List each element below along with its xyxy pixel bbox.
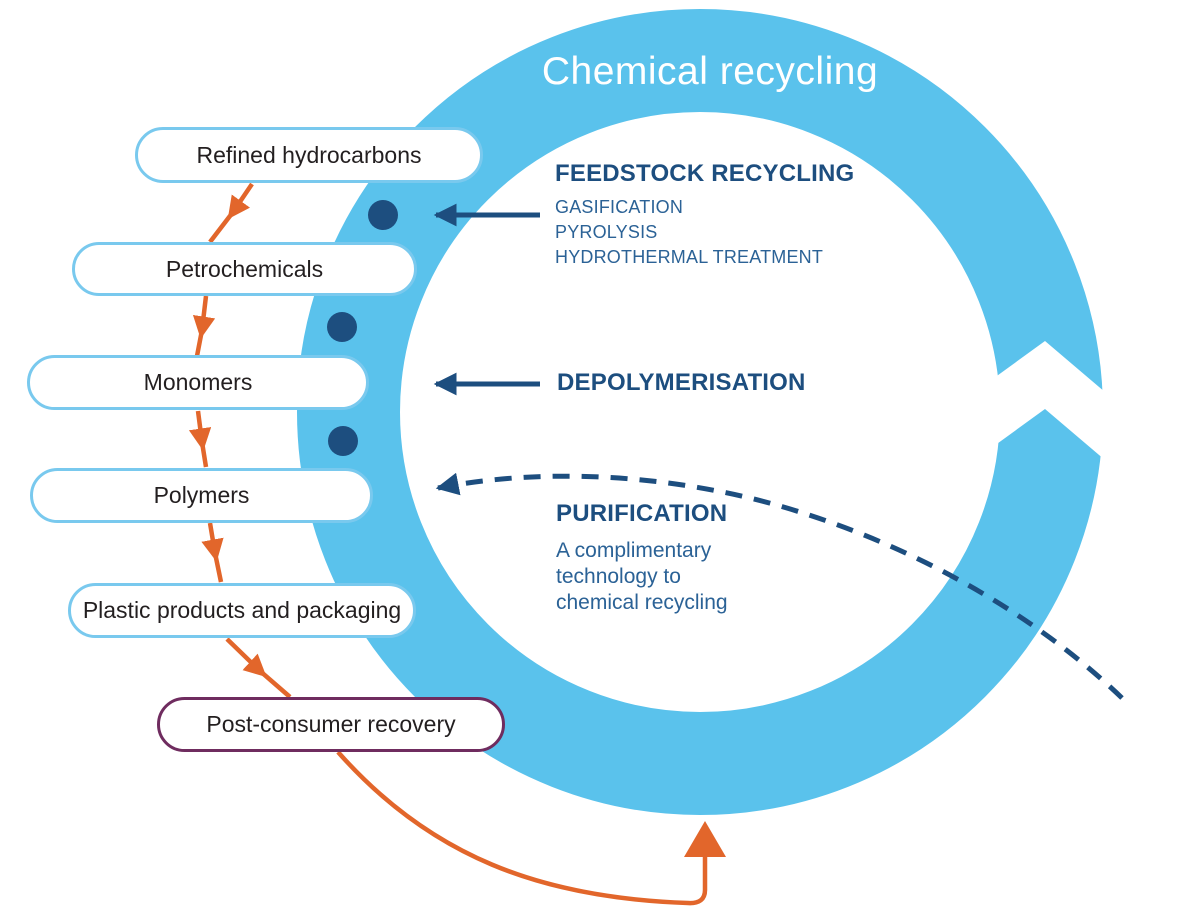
depolymerisation-label: DEPOLYMERISATION (557, 369, 806, 397)
pill-label: Petrochemicals (165, 255, 324, 282)
pill-label: Refined hydrocarbons (196, 141, 422, 168)
feedstock-item: PYROLYSIS (555, 222, 658, 242)
pill-plastic-products: Plastic products and packaging (68, 583, 416, 638)
ring-chevron-gap (983, 341, 1112, 466)
pill-petrochemicals: Petrochemicals (72, 242, 417, 296)
feedstock-recycling-label: FEEDSTOCK RECYCLING GASIFICATION PYROLYS… (555, 160, 854, 270)
pill-polymers: Polymers (30, 468, 373, 523)
feedstock-heading: FEEDSTOCK RECYCLING (555, 160, 855, 187)
purification-description: A complimentary technology to chemical r… (556, 538, 728, 616)
purification-dot (328, 426, 358, 456)
pill-label: Plastic products and packaging (82, 597, 402, 623)
feedstock-dot (368, 200, 398, 230)
depolymerisation-dot (327, 312, 357, 342)
feedstock-item: HYDROTHERMAL TREATMENT (555, 247, 824, 267)
diagram-title: Chemical recycling (541, 50, 879, 93)
pill-label: Monomers (143, 369, 253, 395)
flow-arrow-1 (208, 182, 254, 244)
purification-dashed-arrow (435, 472, 1124, 700)
flow-arrow-2 (192, 295, 216, 357)
flow-arrow-3 (188, 410, 212, 468)
purification-heading: PURIFICATION (556, 500, 728, 527)
return-loop-arrowhead (684, 821, 726, 857)
pill-label: Post-consumer recovery (206, 711, 456, 737)
flow-arrow-4 (201, 522, 224, 583)
purification-line: A complimentary (556, 539, 712, 562)
feedstock-item: GASIFICATION (555, 197, 684, 217)
purification-line: technology to (556, 565, 681, 588)
pill-post-consumer-recovery: Post-consumer recovery (157, 697, 505, 752)
purification-label: PURIFICATION A complimentary technology … (556, 500, 728, 616)
pill-label: Polymers (153, 482, 250, 508)
purification-line: chemical recycling (556, 591, 728, 614)
feedstock-items: GASIFICATION PYROLYSIS HYDROTHERMAL TREA… (555, 195, 854, 270)
pill-refined-hydrocarbons: Refined hydrocarbons (135, 127, 483, 183)
depolymerisation-heading: DEPOLYMERISATION (557, 369, 806, 396)
return-loop-curve (336, 750, 708, 906)
pill-monomers: Monomers (27, 355, 369, 410)
flow-arrow-5 (225, 637, 292, 699)
